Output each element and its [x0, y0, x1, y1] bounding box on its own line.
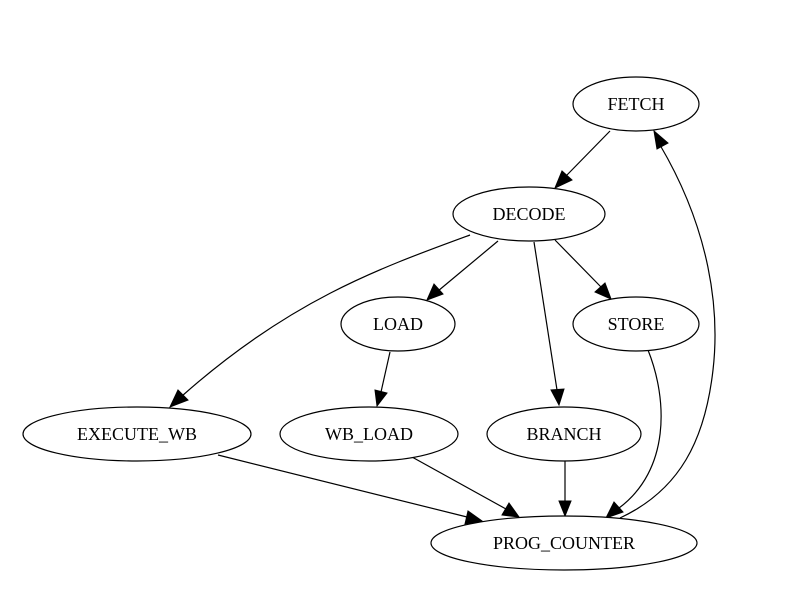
node-store[interactable]: STORE — [572, 296, 700, 352]
node-wb-load-label: WB_LOAD — [325, 424, 413, 444]
node-branch-shape — [486, 406, 642, 462]
edge-decode-to-store — [554, 239, 612, 300]
node-wb-load-shape — [279, 406, 459, 462]
node-execute-wb-shape — [22, 406, 252, 462]
node-branch-label: BRANCH — [526, 424, 601, 444]
edge-decode-to-branch — [533, 241, 565, 407]
node-fetch-label: FETCH — [607, 94, 664, 114]
edge-execute-wb-to-prog-counter — [217, 454, 484, 525]
edge-decode-to-execute-wb — [169, 234, 471, 408]
edges — [169, 129, 716, 525]
node-branch[interactable]: BRANCH — [486, 406, 642, 462]
node-store-label: STORE — [608, 314, 665, 334]
node-execute-wb[interactable]: EXECUTE_WB — [22, 406, 252, 462]
node-decode-label: DECODE — [493, 204, 566, 224]
node-wb-load[interactable]: WB_LOAD — [279, 406, 459, 462]
edge-fetch-to-decode — [554, 130, 611, 190]
edge-decode-to-load — [426, 240, 499, 301]
node-prog-counter-shape — [430, 515, 698, 571]
edge-branch-to-prog-counter — [558, 461, 572, 518]
edge-prog-counter-to-fetch — [619, 129, 716, 519]
node-prog-counter-label: PROG_COUNTER — [493, 533, 635, 553]
node-load-shape — [340, 296, 456, 352]
node-execute-wb-label: EXECUTE_WB — [77, 424, 197, 444]
edge-wb-load-to-prog-counter — [411, 456, 521, 518]
node-load-label: LOAD — [373, 314, 423, 334]
node-load[interactable]: LOAD — [340, 296, 456, 352]
node-fetch-shape — [572, 76, 700, 132]
edge-store-to-prog-counter — [604, 349, 662, 519]
nodes: FETCH DECODE LOAD STORE EXECUTE_WB WB_LO… — [22, 76, 700, 571]
node-fetch[interactable]: FETCH — [572, 76, 700, 132]
node-store-shape — [572, 296, 700, 352]
node-decode-shape — [452, 186, 606, 242]
node-decode[interactable]: DECODE — [452, 186, 606, 242]
node-prog-counter[interactable]: PROG_COUNTER — [430, 515, 698, 571]
edge-load-to-wb-load — [374, 351, 391, 408]
